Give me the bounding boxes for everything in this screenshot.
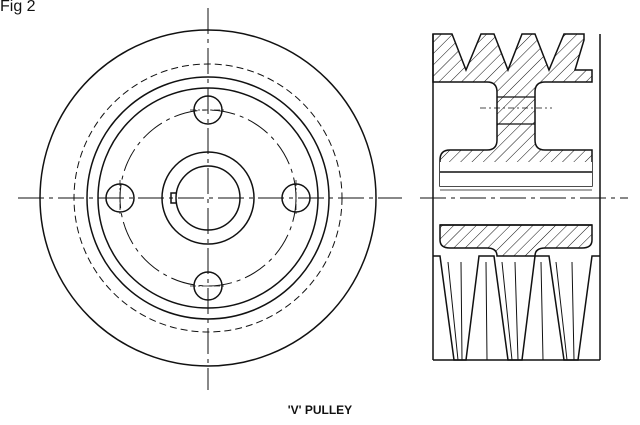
web-outer-circle <box>86 76 330 320</box>
lightening-hole-top <box>190 95 226 125</box>
lightening-hole-right <box>281 180 311 216</box>
lower-groove-inner-lines <box>447 261 575 361</box>
groove-root-dashed-circle <box>73 63 343 333</box>
sectioned-hub-lower <box>439 224 593 257</box>
lightening-hole-bottom <box>190 271 226 301</box>
drawing-caption: 'V' PULLEY <box>287 403 353 417</box>
side-view <box>420 33 628 361</box>
bore-slot-upper <box>440 162 592 186</box>
hub-outer-circle <box>161 151 255 245</box>
outer-rim-circle <box>39 29 377 367</box>
sectioned-upper-half <box>432 33 593 187</box>
front-view <box>18 8 402 390</box>
lightening-hole-left <box>105 180 135 216</box>
keyway-notch <box>170 192 177 204</box>
web-inner-circle <box>97 87 319 309</box>
bore-circle <box>175 165 241 231</box>
figure-number: Fig 2 <box>0 0 36 15</box>
